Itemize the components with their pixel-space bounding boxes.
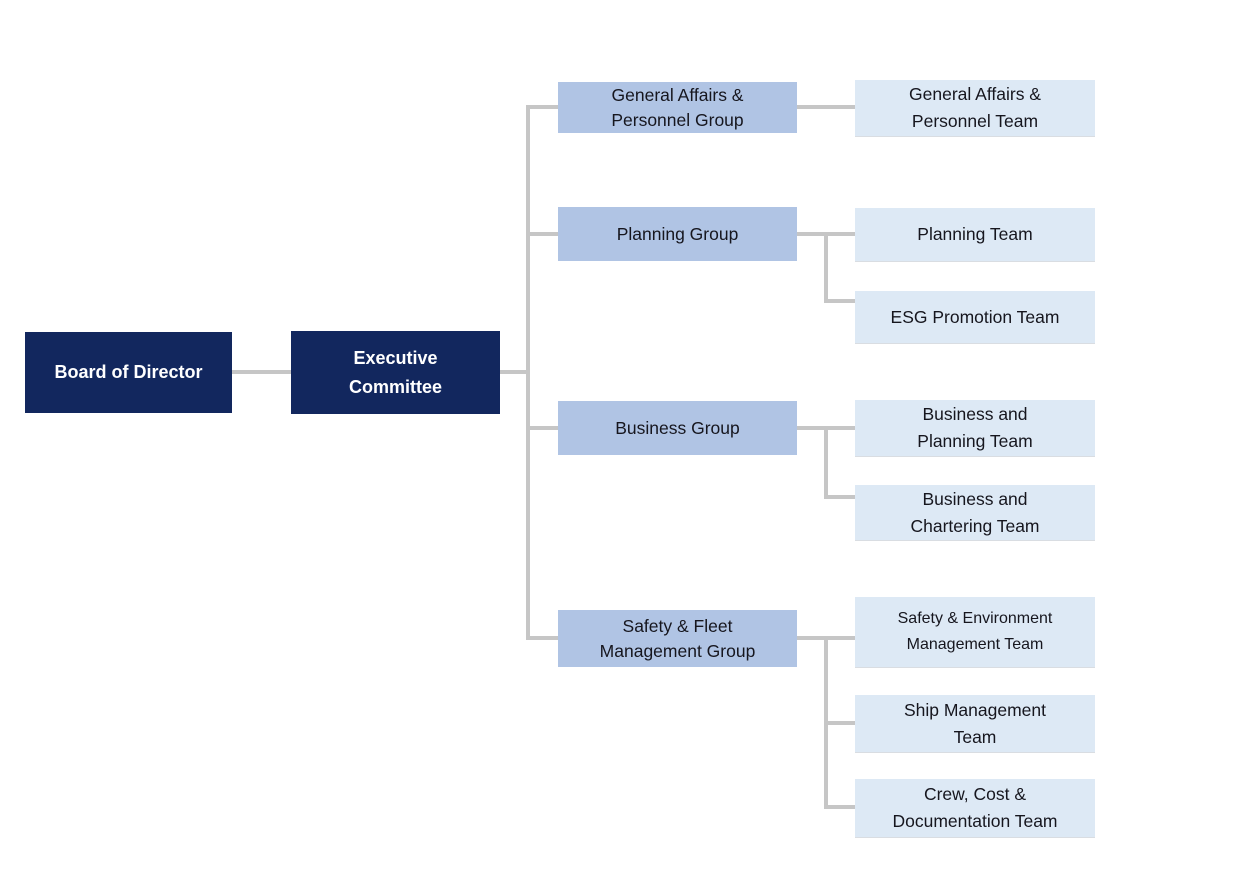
node-label: Safety & Environment Management Team [897, 610, 1053, 653]
node-crew-cost-documentation-team: Crew, Cost & Documentation Team [855, 779, 1095, 837]
node-ship-management-team: Ship Management Team [855, 695, 1095, 752]
node-label: ESG Promotion Team [890, 306, 1060, 327]
connector-business-chartering-team [824, 495, 855, 499]
connector-esg-promotion-team [824, 299, 855, 303]
connector-stub-safety-group [526, 636, 558, 640]
node-label: Ship Management Team [903, 699, 1047, 747]
connector-stub-business-group [526, 426, 558, 430]
node-safety-fleet-management-group: Safety & Fleet Management Group [558, 610, 797, 667]
node-label: General Affairs & Personnel Group [611, 84, 744, 130]
node-label: Business and Planning Team [917, 404, 1033, 451]
node-executive-committee: Executive Committee [291, 331, 500, 414]
connector-executive-trunk [500, 370, 530, 374]
node-board-of-director: Board of Director [25, 332, 232, 413]
node-business-and-chartering-team: Business and Chartering Team [855, 485, 1095, 540]
node-general-affairs-personnel-group: General Affairs & Personnel Group [558, 82, 797, 133]
connector-stub-planning-group [526, 232, 558, 236]
node-label: Board of Director [54, 362, 203, 382]
connector-planning-branch-vertical [824, 232, 828, 303]
node-label: Planning Group [616, 223, 739, 244]
node-business-and-planning-team: Business and Planning Team [855, 400, 1095, 456]
node-label: Executive Committee [348, 347, 442, 397]
node-label: Business and Chartering Team [910, 488, 1040, 536]
connector-stub-general-affairs-group [526, 105, 558, 109]
connector-trunk-vertical [526, 105, 530, 640]
node-planning-group: Planning Group [558, 207, 797, 261]
node-label: General Affairs & Personnel Team [909, 84, 1041, 131]
node-business-group: Business Group [558, 401, 797, 455]
node-label: Safety & Fleet Management Group [599, 615, 756, 661]
node-planning-team: Planning Team [855, 208, 1095, 261]
connector-business-branch-vertical [824, 426, 828, 499]
connector-crew-cost-documentation-team [824, 805, 855, 809]
connector-ship-management-team [824, 721, 855, 725]
connector-board-executive [232, 370, 291, 374]
node-label: Crew, Cost & Documentation Team [892, 784, 1058, 831]
node-safety-environment-management-team: Safety & Environment Management Team [855, 597, 1095, 667]
node-esg-promotion-team: ESG Promotion Team [855, 291, 1095, 343]
node-label: Business Group [615, 417, 740, 438]
node-general-affairs-personnel-team: General Affairs & Personnel Team [855, 80, 1095, 136]
node-label: Planning Team [917, 224, 1033, 244]
connector-general-affairs-team [797, 105, 855, 109]
